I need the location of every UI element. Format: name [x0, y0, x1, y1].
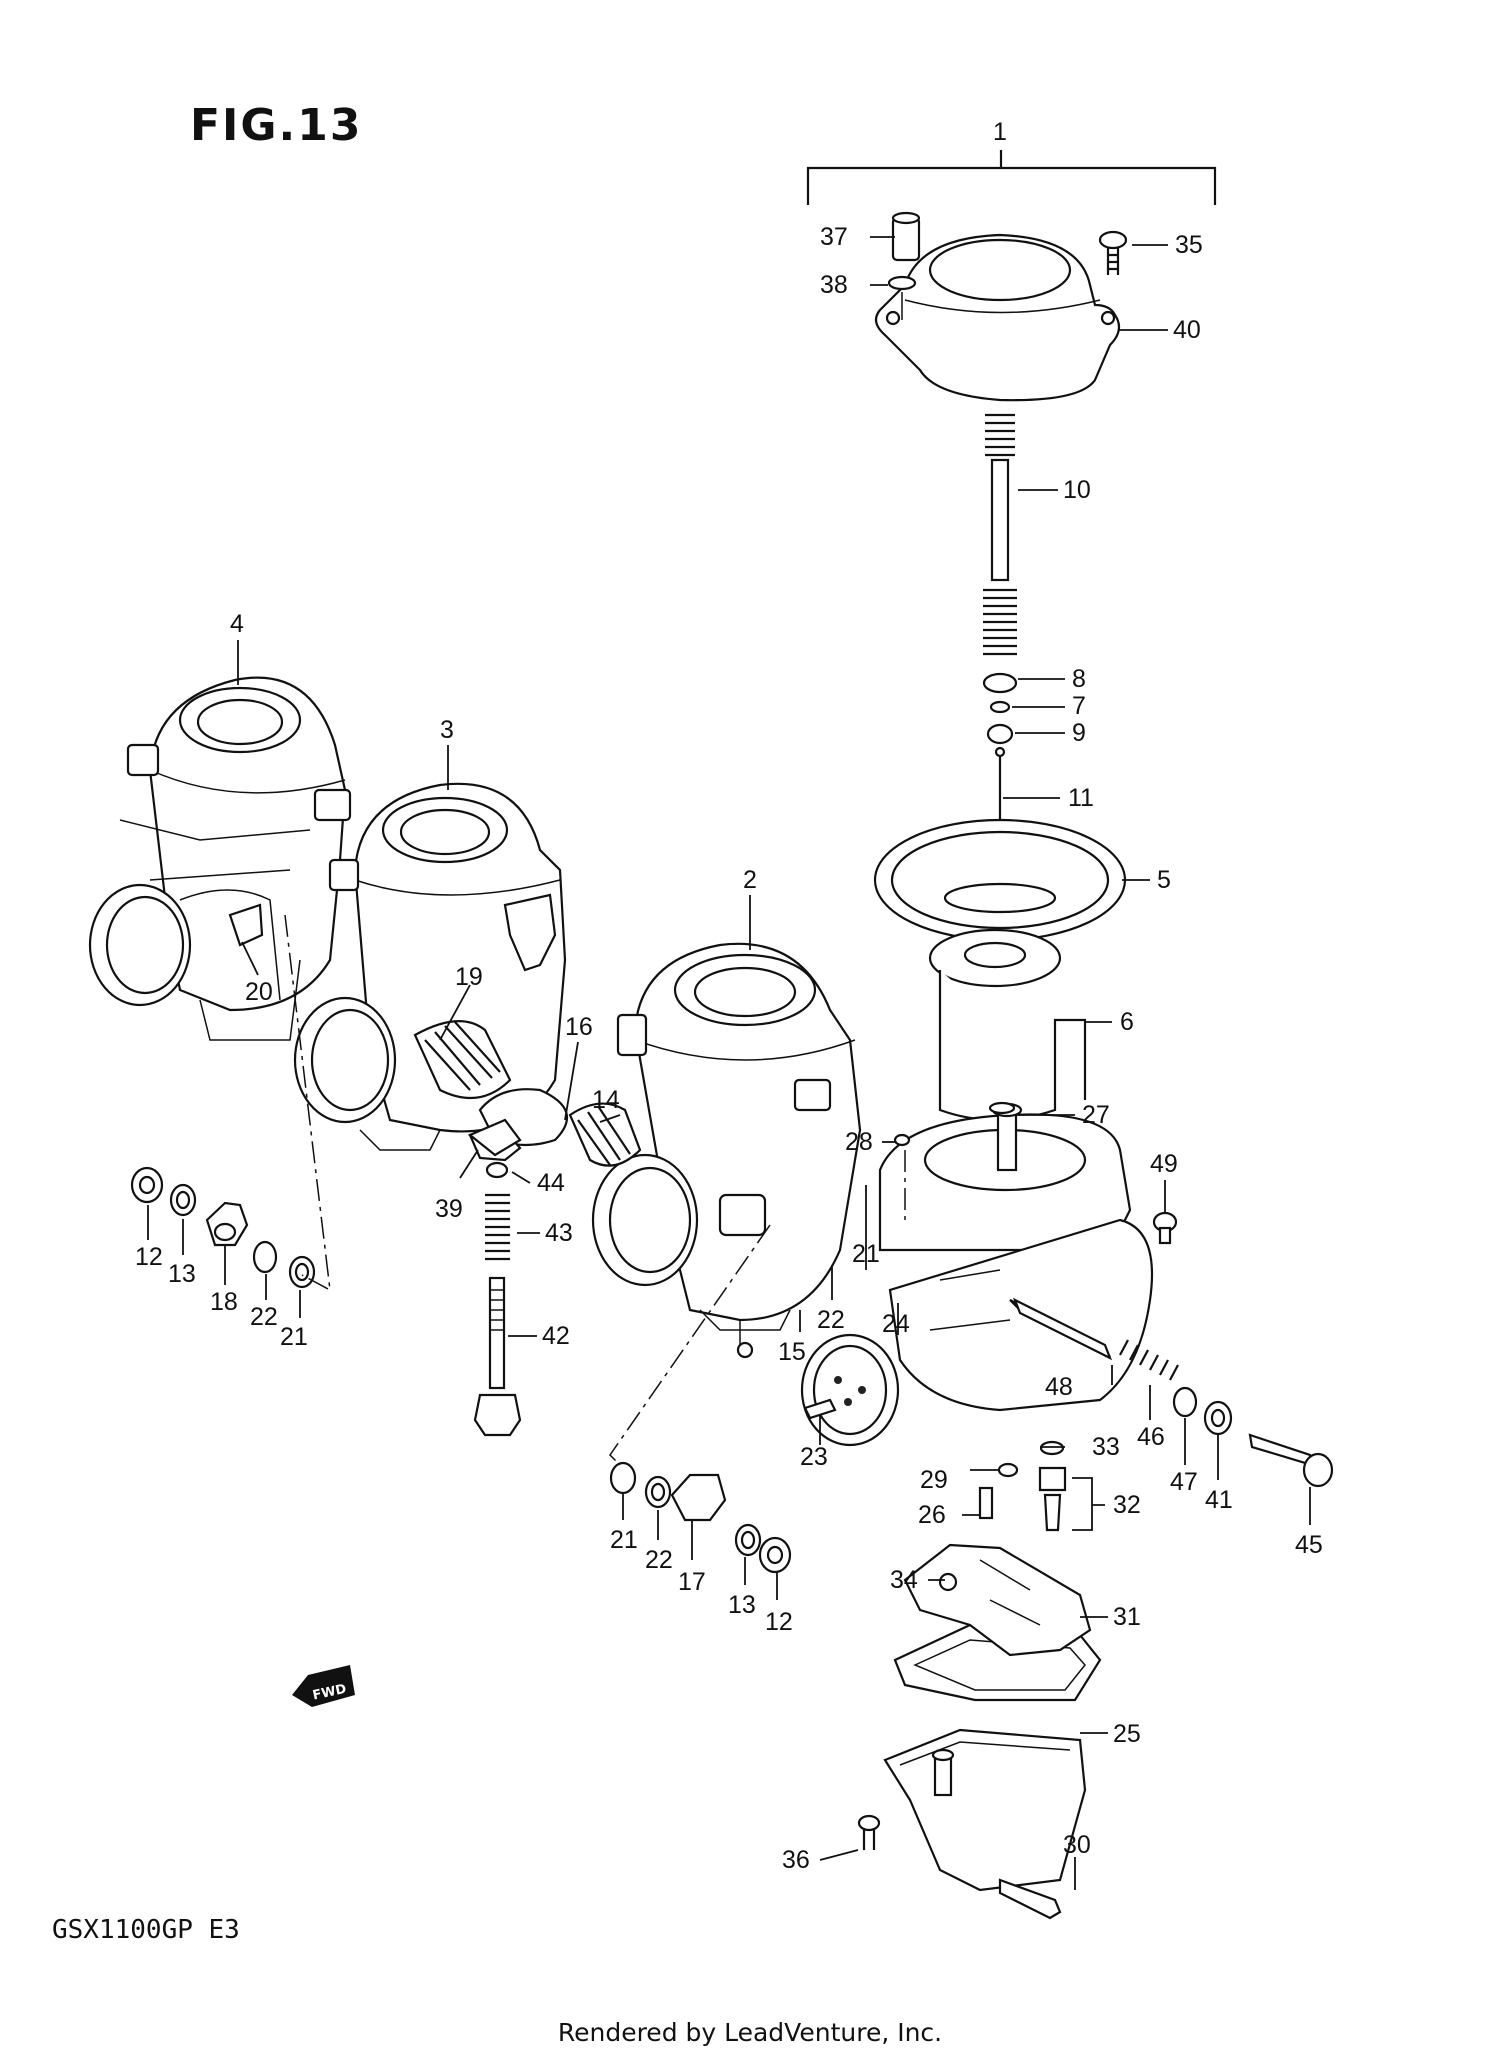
part-label-13c: 13 — [728, 1591, 756, 1619]
fwd-arrow-icon: FWD — [292, 1665, 355, 1707]
part-label-11: 11 — [1068, 784, 1094, 812]
part-label-4: 4 — [230, 610, 244, 638]
screw-23-part — [803, 1398, 837, 1420]
part-label-5: 5 — [1157, 866, 1171, 894]
part-label-21b: 21 — [852, 1240, 880, 1268]
ring-part — [887, 275, 917, 291]
part-label-19: 19 — [455, 963, 483, 991]
part-label-1: 1 — [993, 118, 1007, 146]
part-label-41: 41 — [1205, 1486, 1233, 1514]
screw-36-part — [857, 1814, 881, 1850]
part-label-20: 20 — [245, 978, 273, 1006]
part-label-43: 43 — [545, 1219, 573, 1247]
part-label-21c: 21 — [610, 1526, 638, 1554]
part-label-9: 9 — [1072, 719, 1086, 747]
part-label-26: 26 — [918, 1501, 946, 1529]
spring-needle-part — [982, 413, 1018, 880]
link-part — [467, 1118, 522, 1157]
screw-part — [1098, 230, 1128, 275]
part-label-34: 34 — [890, 1566, 918, 1594]
part-label-39: 39 — [435, 1195, 463, 1223]
part-label-47: 47 — [1170, 1468, 1198, 1496]
screw-49-part — [1152, 1211, 1178, 1245]
right-small-parts — [1012, 1297, 1334, 1488]
part-label-25: 25 — [1113, 1720, 1141, 1748]
rod-27-part — [988, 1101, 1016, 1115]
model-label: GSX1100GP E3 — [52, 1915, 240, 1945]
part-label-15: 15 — [778, 1338, 806, 1366]
part-label-7: 7 — [1072, 692, 1086, 720]
part-label-22b: 22 — [817, 1306, 845, 1334]
idle-screw-parts — [473, 1161, 522, 1437]
figure-title: FIG.13 — [190, 100, 363, 151]
part-label-28: 28 — [845, 1128, 873, 1156]
footer-credit: Rendered by LeadVenture, Inc. — [557, 2018, 943, 2047]
part-label-22c: 22 — [645, 1546, 673, 1574]
assembly-1-bracket — [806, 150, 1217, 205]
leader-lines — [147, 236, 1311, 1890]
part-label-10: 10 — [1063, 476, 1091, 504]
part-label-46: 46 — [1137, 1423, 1165, 1451]
part-label-35: 35 — [1175, 231, 1203, 259]
part-labels: 1 37 35 38 40 10 8 7 9 11 5 6 27 28 49 4… — [135, 118, 1323, 1874]
screw-30-part — [998, 1878, 1062, 1920]
part-label-36: 36 — [782, 1846, 810, 1874]
part-label-21: 21 — [280, 1323, 308, 1351]
part-label-3: 3 — [440, 716, 454, 744]
carburetor-2 — [568, 942, 862, 1359]
part-label-29: 29 — [920, 1466, 948, 1494]
part-label-6: 6 — [1120, 1008, 1134, 1036]
fwd-badge-text: FWD — [311, 1682, 348, 1704]
part-label-2: 2 — [743, 866, 757, 894]
alignment-lines — [284, 914, 906, 1466]
float-part — [903, 1543, 1092, 1657]
ring-28-part — [893, 1133, 911, 1147]
part-label-17: 17 — [678, 1568, 706, 1596]
part-label-49: 49 — [1150, 1150, 1178, 1178]
part-label-23: 23 — [800, 1443, 828, 1471]
part-label-18: 18 — [210, 1288, 238, 1316]
part-label-32: 32 — [1113, 1491, 1141, 1519]
part-label-37: 37 — [820, 223, 848, 251]
part-label-16: 16 — [565, 1013, 593, 1041]
part-label-44: 44 — [537, 1169, 565, 1197]
part-label-12c: 12 — [765, 1608, 793, 1636]
part-label-48: 48 — [1045, 1373, 1073, 1401]
part-label-14: 14 — [592, 1086, 620, 1114]
part-label-8: 8 — [1072, 665, 1086, 693]
part-label-31: 31 — [1113, 1603, 1141, 1631]
top-cover-part — [874, 233, 1121, 402]
carburetor-3 — [293, 782, 568, 1162]
part-label-38: 38 — [820, 271, 848, 299]
carburetor-4 — [88, 676, 352, 1041]
part-label-40: 40 — [1173, 316, 1201, 344]
left-small-parts — [130, 1166, 316, 1289]
part-label-22: 22 — [250, 1303, 278, 1331]
jet-parts — [978, 1440, 1067, 1532]
part-label-42: 42 — [542, 1322, 570, 1350]
diaphragm-part — [873, 818, 1127, 942]
piston-part — [928, 928, 1087, 1122]
cap-part — [891, 211, 921, 262]
carburetor-body-right — [800, 1102, 1154, 1447]
part-label-45: 45 — [1295, 1531, 1323, 1559]
lower-small-parts — [609, 1461, 792, 1574]
part-label-27: 27 — [1082, 1101, 1110, 1129]
part-label-24: 24 — [882, 1310, 910, 1338]
part-label-33: 33 — [1092, 1433, 1120, 1461]
part-label-30: 30 — [1063, 1831, 1091, 1859]
part-label-13: 13 — [168, 1260, 196, 1288]
part-label-12: 12 — [135, 1243, 163, 1271]
